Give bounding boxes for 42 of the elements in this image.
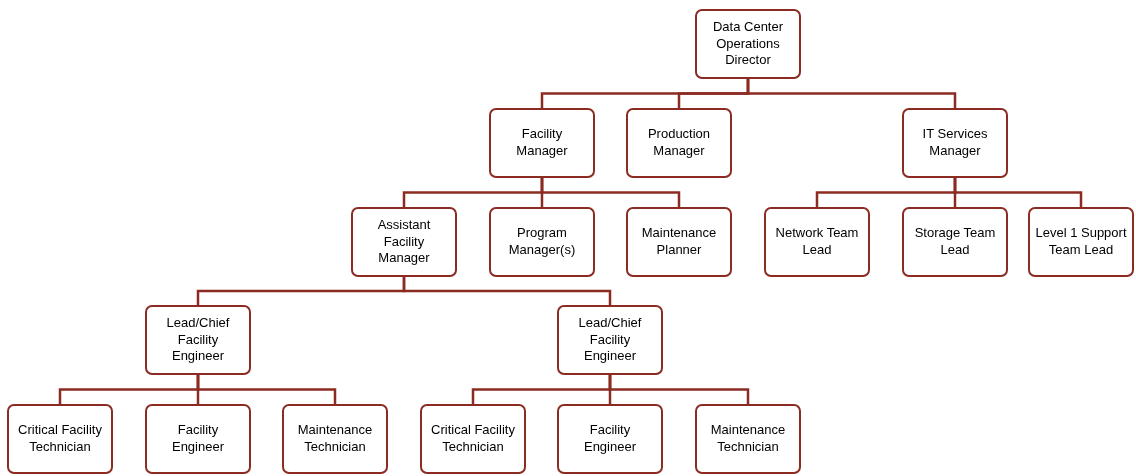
role-title: Facility Engineer xyxy=(170,422,225,456)
role-title: IT Services Manager xyxy=(921,126,989,160)
role-title: Maintenance Planner xyxy=(640,225,718,259)
role-title: Production Manager xyxy=(646,126,712,160)
role-box xyxy=(902,207,1008,277)
role-title: Critical Facility Technician xyxy=(430,422,516,456)
role-title: Program Manager(s) xyxy=(507,225,577,259)
role-box xyxy=(489,207,595,277)
role-box xyxy=(351,207,457,277)
role-title: Storage Team Lead xyxy=(913,225,997,259)
role-box xyxy=(626,207,732,277)
role-box xyxy=(7,404,113,474)
role-box xyxy=(145,305,251,375)
role-title: Assistant Facility Manager xyxy=(376,216,432,268)
role-box xyxy=(626,108,732,178)
role-box xyxy=(557,305,663,375)
role-box xyxy=(695,9,801,79)
role-title: Network Team Lead xyxy=(774,225,860,259)
role-title: Lead/Chief Facility Engineer xyxy=(577,314,643,366)
connector-line xyxy=(540,178,681,207)
role-box xyxy=(420,404,526,474)
role-box xyxy=(1028,207,1134,277)
role-box xyxy=(557,404,663,474)
role-box xyxy=(764,207,870,277)
role-box xyxy=(902,108,1008,178)
connector-line xyxy=(953,178,1083,207)
connector-line xyxy=(196,375,337,404)
connector-line xyxy=(746,79,957,108)
role-box xyxy=(282,404,388,474)
role-title: Maintenance Technician xyxy=(709,422,787,456)
role-title: Facility Manager xyxy=(515,126,569,160)
role-title: Level 1 Support Team Lead xyxy=(1034,225,1128,259)
role-box xyxy=(489,108,595,178)
role-title: Data Center Operations Director xyxy=(711,18,785,70)
role-title: Maintenance Technician xyxy=(296,422,374,456)
role-box xyxy=(695,404,801,474)
role-box xyxy=(145,404,251,474)
connector-line xyxy=(402,277,612,305)
role-title: Critical Facility Technician xyxy=(17,422,103,456)
role-title: Lead/Chief Facility Engineer xyxy=(165,314,231,366)
role-title: Facility Engineer xyxy=(582,422,637,456)
connector-line xyxy=(608,375,750,404)
